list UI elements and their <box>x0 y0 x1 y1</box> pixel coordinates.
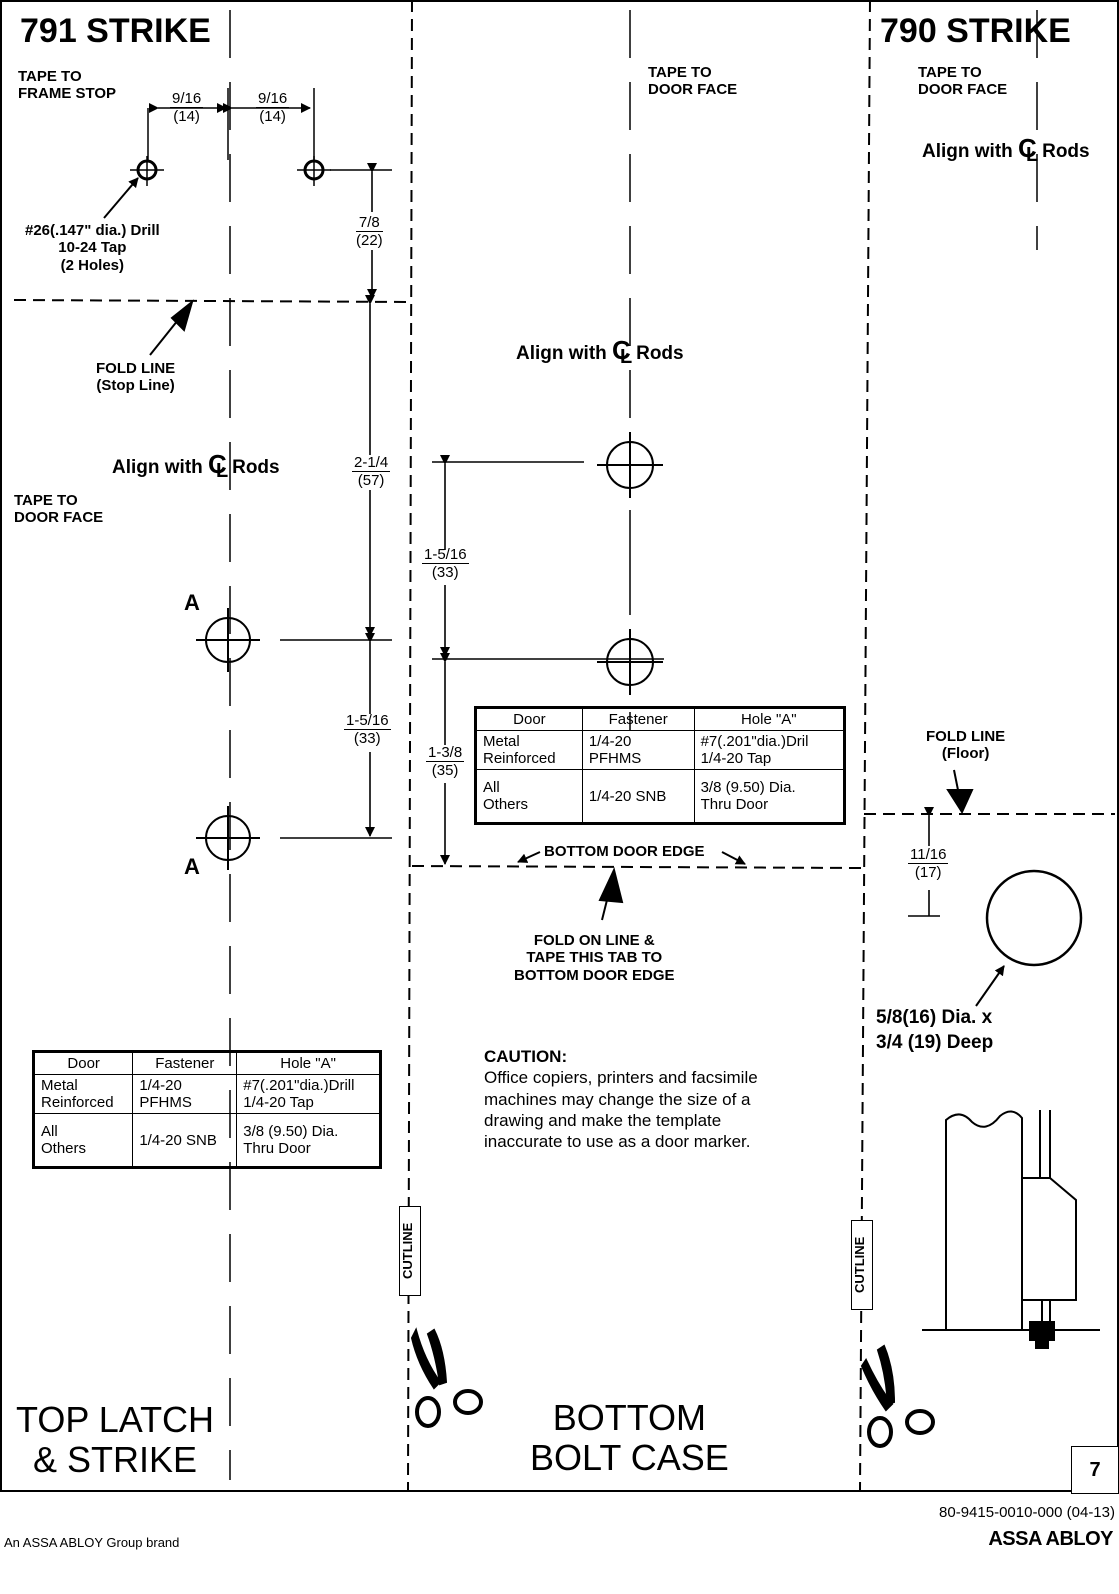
strike-790-title: 790 STRIKE <box>880 12 1071 50</box>
page-number: 7 <box>1071 1446 1119 1494</box>
brand-note: An ASSA ABLOY Group brand <box>4 1535 180 1550</box>
dim-7-8: 7/8(22) <box>356 214 383 250</box>
strike-791-title: 791 STRIKE <box>20 12 211 50</box>
dim-9-16-left: 9/16(14) <box>170 90 204 126</box>
fold-line-floor-label: FOLD LINE(Floor) <box>926 728 1006 763</box>
caution-note: CAUTION: Office copiers, printers and fa… <box>484 1047 758 1151</box>
hole-a-label-top: A <box>184 590 200 615</box>
dim-9-16-right: 9/16(14) <box>256 90 290 126</box>
scissors-icon-2 <box>860 1344 935 1448</box>
fold-line-bottom-edge <box>411 865 863 869</box>
dim-1-5-16-left: 1-5/16(33) <box>344 712 391 748</box>
bottom-door-edge-label: BOTTOM DOOR EDGE <box>544 843 705 860</box>
dim-2-1-4: 2-1/4(57) <box>352 454 391 490</box>
bolt-case-illustration <box>922 1110 1100 1349</box>
fold-line-stop <box>13 299 413 303</box>
fold-line-stop-label: FOLD LINE(Stop Line) <box>96 360 176 395</box>
document-number: 80-9415-0010-000 (04-13) <box>939 1504 1115 1521</box>
cutline-tag-right: CUTLINE <box>851 1220 873 1310</box>
assa-abloy-logo: ASSA ABLOY <box>988 1528 1113 1550</box>
hole-a-label-bottom: A <box>184 854 200 879</box>
dim-11-16: 11/16(17) <box>908 846 949 882</box>
page-border <box>0 0 1119 1492</box>
section-title-top-latch: TOP LATCH& STRIKE <box>16 1399 215 1480</box>
dim-1-3-8: 1-3/8(35) <box>426 744 465 780</box>
scissors-icon <box>410 1327 483 1428</box>
cutline-tag-left: CUTLINE <box>399 1206 421 1296</box>
dim-1-5-16-center: 1-5/16(33) <box>422 546 469 582</box>
